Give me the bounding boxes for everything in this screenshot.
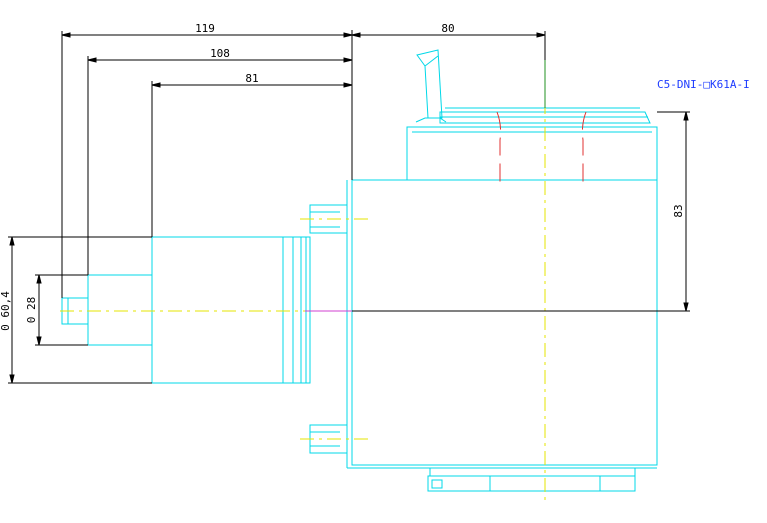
dim-80-label: 80 (441, 22, 454, 35)
dim-dia-28-label: 0 28 (25, 297, 38, 324)
bottom-foot-left (427, 475, 491, 492)
bottom-base (429, 467, 636, 477)
part-outline (61, 49, 658, 492)
motor-body (151, 236, 302, 384)
top-cover (439, 111, 651, 124)
dim-dia-60-4-label: 0 60,4 (0, 291, 12, 331)
dimension-lines (8, 30, 690, 384)
cable-pipe (416, 49, 443, 119)
dim-81-label: 81 (245, 72, 258, 85)
part-number-label: C5-DNI-□K61A-I (657, 78, 750, 91)
dim-108-label: 108 (210, 47, 230, 60)
dim-119-label: 119 (195, 22, 215, 35)
dim-83-label: 83 (672, 204, 685, 217)
centerlines (60, 100, 546, 500)
main-housing (351, 179, 658, 466)
hidden-lines (496, 111, 587, 182)
top-step (352, 126, 658, 181)
shaft-housing (87, 274, 153, 346)
bottom-foot-right (599, 475, 636, 492)
